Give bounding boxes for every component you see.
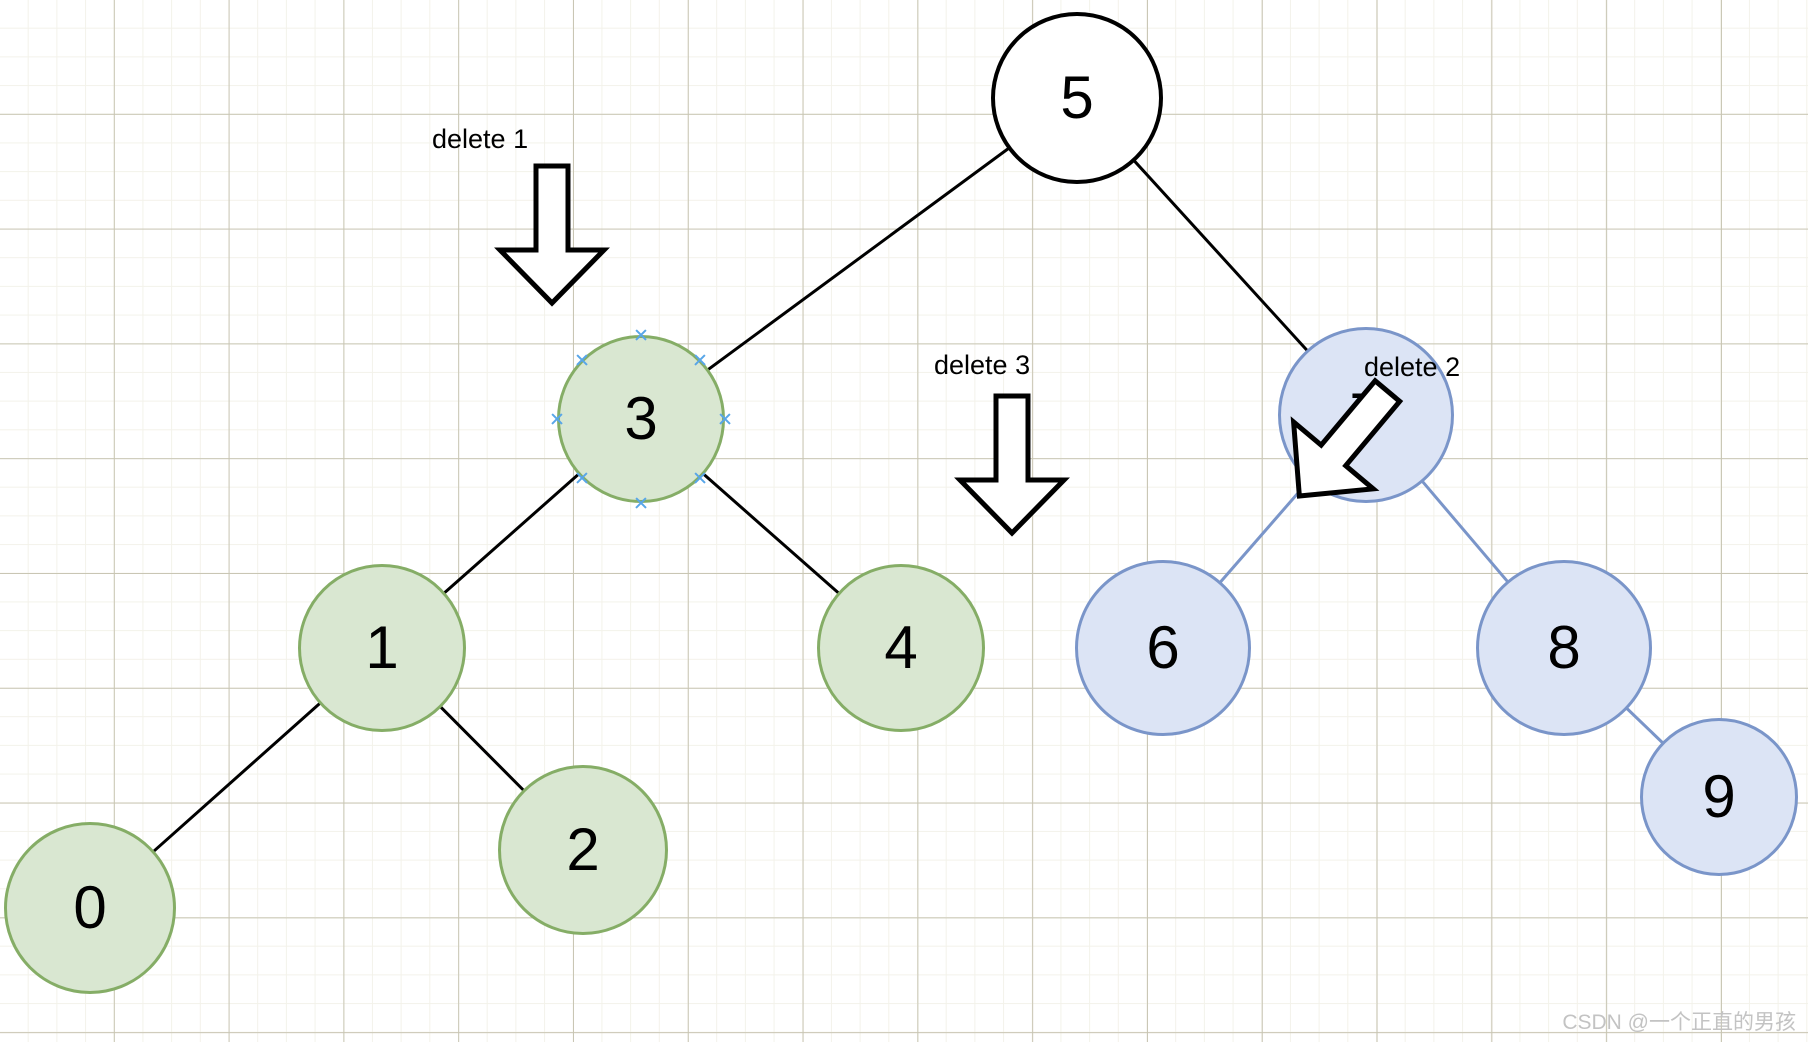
tree-node-label: 3	[624, 385, 658, 452]
tree-node-0[interactable]: 0	[4, 822, 176, 994]
tree-node-1[interactable]: 1	[298, 564, 466, 732]
tree-edge-n3-n1	[443, 473, 580, 594]
tree-edge-n7-n8	[1421, 480, 1509, 583]
tree-node-2[interactable]: 2	[498, 765, 668, 935]
tree-node-4[interactable]: 4	[817, 564, 985, 732]
tree-edge-n1-n0	[152, 702, 321, 853]
tree-edge-n3-n4	[702, 473, 840, 594]
annotation-arrow-icon-n3	[492, 162, 612, 307]
tree-node-label: 4	[884, 614, 918, 681]
tree-node-label: 6	[1146, 614, 1180, 681]
tree-node-label: 8	[1547, 614, 1581, 681]
annotation-arrow-icon-n8	[1251, 349, 1436, 537]
tree-node-8[interactable]: 8	[1476, 560, 1652, 736]
annotation-label-delete-2: delete 2	[1364, 352, 1461, 382]
tree-edge-n5-n3	[707, 147, 1010, 371]
tree-node-label: 1	[365, 614, 399, 681]
annotation-label-delete-3: delete 3	[934, 350, 1031, 380]
tree-node-label: 0	[73, 874, 107, 941]
annotation-arrow-icon-n6	[952, 392, 1072, 537]
tree-node-label: 9	[1702, 763, 1736, 830]
tree-edge-n8-n9	[1625, 707, 1664, 744]
tree-edge-n1-n2	[439, 706, 525, 792]
tree-node-9[interactable]: 9	[1640, 718, 1798, 876]
tree-node-3[interactable]: 3	[557, 335, 725, 503]
tree-node-label: 2	[566, 816, 600, 883]
tree-edge-n5-n7	[1133, 160, 1309, 352]
tree-node-5[interactable]: 5	[991, 12, 1163, 184]
annotation-label-delete-1: delete 1	[432, 124, 529, 154]
csdn-watermark: CSDN @一个正直的男孩	[1562, 1011, 1796, 1034]
tree-node-6[interactable]: 6	[1075, 560, 1251, 736]
tree-node-label: 5	[1060, 64, 1094, 131]
